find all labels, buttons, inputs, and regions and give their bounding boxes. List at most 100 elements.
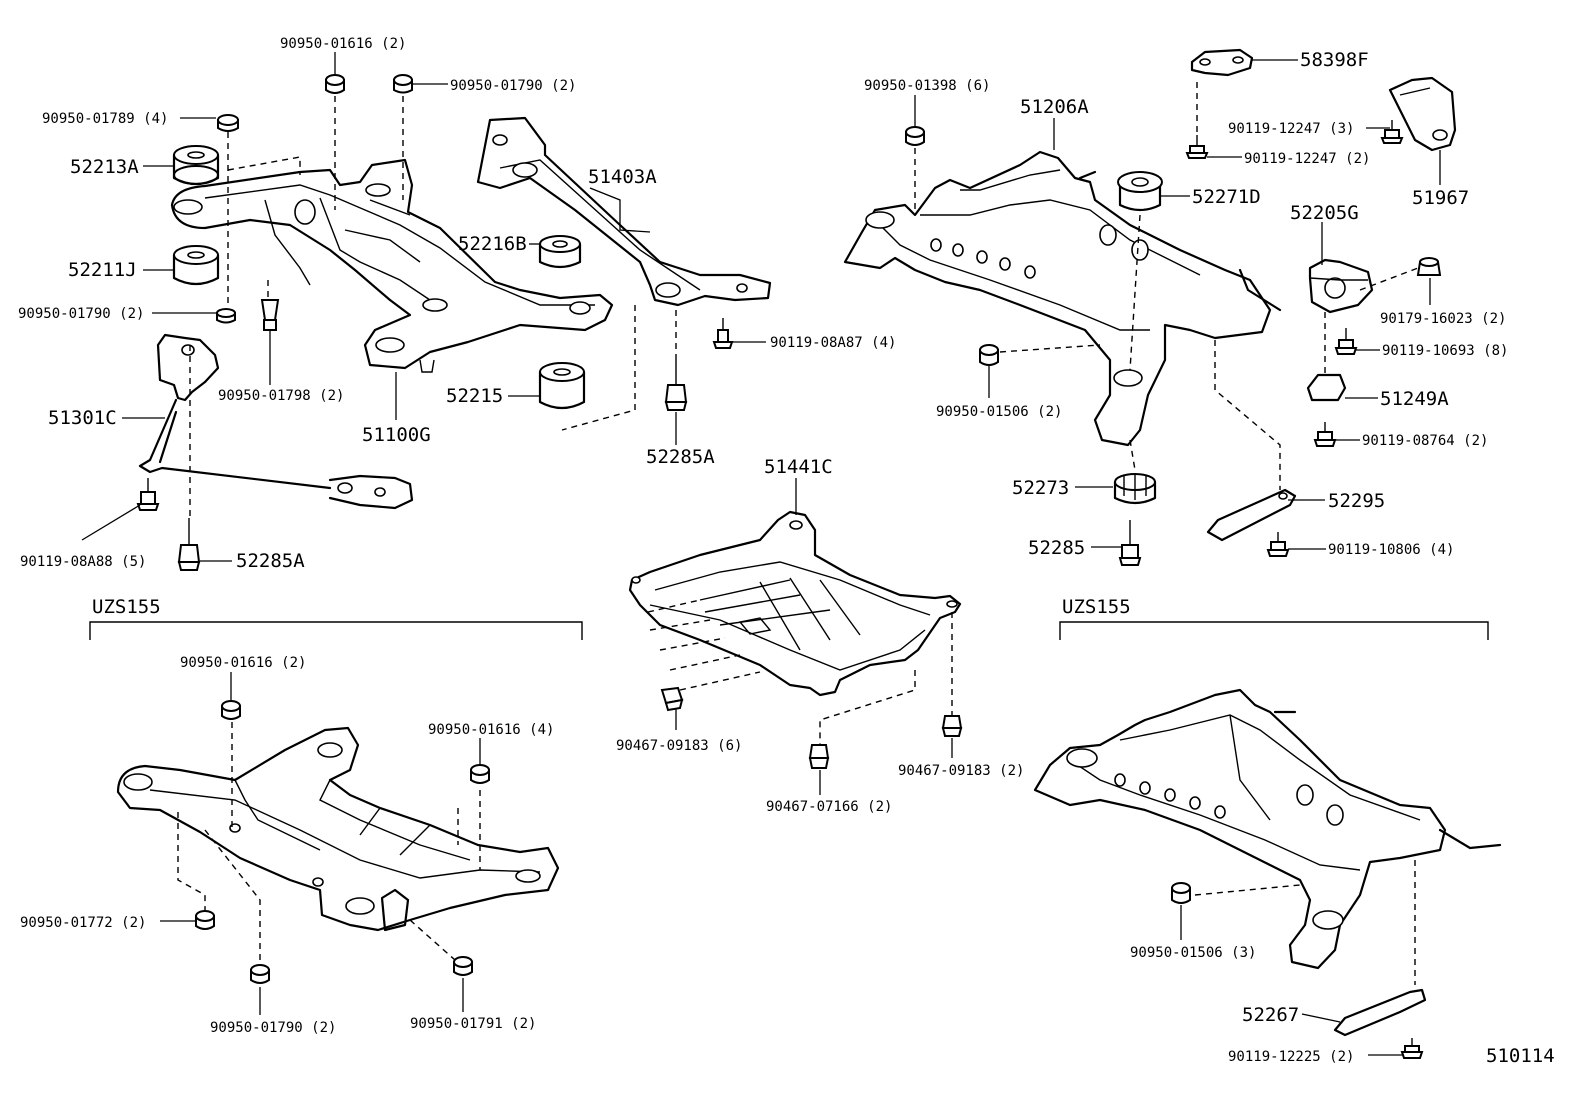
label-90950-01789: 90950-01789 (4)	[42, 111, 168, 127]
nut-90950-01506-b-icon	[1171, 882, 1191, 904]
bolt-90119-08764-icon	[1313, 422, 1337, 447]
bolt-90119-12247-b-icon	[1185, 135, 1209, 159]
stopper-52273	[1113, 473, 1157, 505]
bushing-52205G	[1308, 258, 1374, 314]
label-90467-09183-6: 90467-09183 (6)	[616, 738, 742, 754]
nut-90950-01772-icon	[195, 910, 215, 930]
uzs155-front-dashed-guides	[177, 722, 481, 965]
bolt-90119-10806-icon	[1266, 532, 1290, 557]
label-90950-01616-top: 90950-01616 (2)	[280, 36, 406, 52]
label-52213A: 52213A	[70, 156, 139, 178]
label-52216B: 52216B	[458, 233, 527, 255]
nut-90950-01789-icon	[217, 114, 239, 132]
strut-52295	[1206, 488, 1297, 542]
bracket-58398F	[1190, 48, 1254, 77]
bushing-52213A	[172, 145, 220, 186]
bolt-90119-08A88-icon	[136, 478, 160, 511]
clip-90467-09183-right-icon	[941, 715, 963, 737]
label-90119-10806: 90119-10806 (4)	[1328, 542, 1454, 558]
engine-undercover-51441C	[628, 510, 962, 697]
label-51403A: 51403A	[588, 166, 657, 188]
label-uzs155-front: UZS155	[92, 596, 161, 618]
label-51301C: 51301C	[48, 407, 117, 429]
nut-90950-01790-top-icon	[393, 74, 413, 94]
bushing-52211J	[172, 245, 220, 286]
undercover-dashed-guides	[647, 599, 953, 745]
label-90950-01616-4: 90950-01616 (4)	[428, 722, 554, 738]
uzs155-front-bracket	[89, 621, 583, 640]
label-52285A-mid: 52285A	[646, 446, 715, 468]
nut-90950-01506-a-icon	[979, 344, 999, 366]
label-90950-01798: 90950-01798 (2)	[218, 388, 344, 404]
label-90950-01790-top: 90950-01790 (2)	[450, 78, 576, 94]
nut-90950-01790-left-icon	[216, 308, 236, 324]
bracket-51967	[1388, 76, 1457, 152]
label-90119-12247-2: 90119-12247 (2)	[1244, 151, 1370, 167]
clip-90467-09183-left-icon	[660, 686, 684, 712]
label-90119-08A88: 90119-08A88 (5)	[20, 554, 146, 570]
label-52211J: 52211J	[68, 259, 137, 281]
nut-90950-01616-4-icon	[470, 764, 490, 784]
clip-90467-07166-icon	[808, 744, 830, 769]
front-dashed-guides	[189, 96, 677, 520]
label-uzs155-rear: UZS155	[1062, 596, 1131, 618]
bracket-51249A	[1306, 373, 1347, 402]
bolt-90119-12225-icon	[1400, 1038, 1424, 1059]
uzs155-rear-dashed-guides	[1194, 860, 1416, 985]
nut-90950-01790-bottom-icon	[250, 964, 270, 984]
nut-90950-01616-top-icon	[325, 74, 345, 94]
label-58398F: 58398F	[1300, 49, 1369, 71]
label-52215: 52215	[446, 385, 503, 407]
stud-90950-01798-icon	[260, 299, 280, 331]
brace-51403A	[476, 116, 772, 307]
label-90950-01506-2: 90950-01506 (2)	[936, 404, 1062, 420]
label-52273: 52273	[1012, 477, 1069, 499]
label-51967: 51967	[1412, 187, 1469, 209]
label-51441C: 51441C	[764, 456, 833, 478]
label-51100G: 51100G	[362, 424, 431, 446]
bolt-52285-icon	[1118, 520, 1142, 566]
label-51249A: 51249A	[1380, 388, 1449, 410]
bolt-90119-08A87-icon	[712, 318, 734, 349]
rear-dashed-guides	[914, 82, 1419, 490]
label-90950-01616-bottom: 90950-01616 (2)	[180, 655, 306, 671]
label-90119-08764: 90119-08764 (2)	[1362, 433, 1488, 449]
bushing-52215	[538, 362, 586, 410]
part-labels: 90950-01616 (2) 90950-01790 (2) 90950-01…	[18, 36, 1555, 1067]
label-52205G: 52205G	[1290, 202, 1359, 224]
leader-lines	[81, 52, 1441, 1056]
label-90119-12225: 90119-12225 (2)	[1228, 1049, 1354, 1065]
bolt-52285A-left-icon	[177, 518, 201, 571]
label-90179-16023: 90179-16023 (2)	[1380, 311, 1506, 327]
stabilizer-bar-51301C	[138, 333, 414, 510]
label-90950-01791: 90950-01791 (2)	[410, 1016, 536, 1032]
label-90467-09183-2: 90467-09183 (2)	[898, 763, 1024, 779]
bolt-52285A-mid-icon	[664, 358, 688, 411]
label-52271D: 52271D	[1192, 186, 1261, 208]
front-crossmember-51100G	[170, 158, 614, 373]
rear-crossmember-51206A	[843, 150, 1282, 447]
brace-52267	[1333, 988, 1427, 1037]
label-52285A-left: 52285A	[236, 550, 305, 572]
bushing-52216B	[538, 235, 582, 269]
uzs155-rear-crossmember	[1033, 688, 1502, 970]
nut-90950-01616-bottom-icon	[221, 700, 241, 720]
bushing-52271D	[1117, 171, 1163, 212]
uzs155-front-crossmember	[116, 726, 560, 932]
label-90950-01398: 90950-01398 (6)	[864, 78, 990, 94]
label-90119-12247-3: 90119-12247 (3)	[1228, 121, 1354, 137]
label-90950-01506-3: 90950-01506 (3)	[1130, 945, 1256, 961]
label-90950-01790-bottom: 90950-01790 (2)	[210, 1020, 336, 1036]
label-90119-10693: 90119-10693 (8)	[1382, 343, 1508, 359]
bolt-90119-12247-a-icon	[1380, 120, 1404, 144]
label-90950-01772: 90950-01772 (2)	[20, 915, 146, 931]
label-52285: 52285	[1028, 537, 1085, 559]
nut-90179-16023-icon	[1416, 257, 1442, 276]
uzs155-rear-bracket	[1059, 621, 1489, 640]
label-51206A: 51206A	[1020, 96, 1089, 118]
nut-90950-01398-icon	[905, 126, 925, 146]
label-52295: 52295	[1328, 490, 1385, 512]
bolt-90119-10693-icon	[1334, 328, 1358, 355]
label-52267: 52267	[1242, 1004, 1299, 1026]
